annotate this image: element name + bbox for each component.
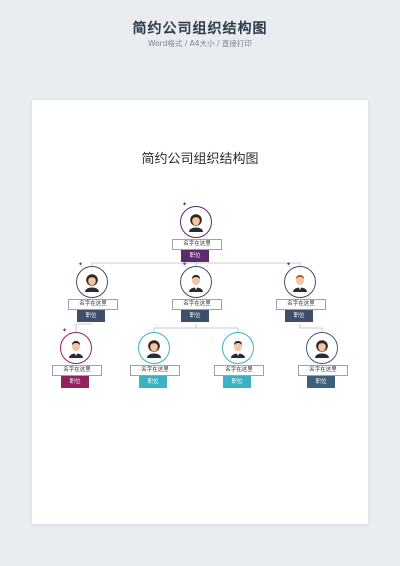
female-avatar-icon	[85, 274, 99, 292]
node-name: 名字在这里	[172, 239, 222, 250]
node-name: 名字在这里	[68, 299, 118, 310]
sparkle-icon: ✦	[78, 261, 84, 268]
avatar-ring	[180, 266, 212, 298]
sparkle-icon: ✦	[62, 327, 68, 334]
page-header-title: 简约公司组织结构图	[132, 21, 268, 37]
female-avatar-icon	[189, 214, 203, 232]
node-name: 名字在这里	[52, 365, 102, 376]
avatar-ring	[284, 266, 316, 298]
avatar-ring	[222, 332, 254, 364]
document-page: 简约公司组织结构图 ✦ 名字在这里 职位 ✦ 名字在这里 职位 ✦ 名字在这里 …	[32, 100, 368, 524]
avatar-ring	[180, 206, 212, 238]
node-role: 职位	[61, 376, 89, 388]
node-name: 名字在这里	[276, 299, 326, 310]
node-role: 职位	[181, 310, 209, 322]
node-name: 名字在这里	[298, 365, 348, 376]
node-name: 名字在这里	[130, 365, 180, 376]
female-avatar-icon	[147, 340, 161, 358]
node-role: 职位	[223, 376, 251, 388]
document-title: 简约公司组织结构图	[141, 152, 259, 167]
sparkle-icon: ✦	[182, 201, 188, 208]
avatar-ring	[60, 332, 92, 364]
male-avatar-icon	[293, 275, 307, 292]
sparkle-icon: ✦	[286, 261, 292, 268]
node-role: 职位	[181, 250, 209, 262]
node-role: 职位	[139, 376, 167, 388]
node-role: 职位	[285, 310, 313, 322]
avatar-ring	[306, 332, 338, 364]
node-name: 名字在这里	[214, 365, 264, 376]
avatar-ring	[76, 266, 108, 298]
node-role: 职位	[77, 310, 105, 322]
sparkle-icon: ✦	[182, 261, 188, 268]
male-avatar-icon	[69, 341, 83, 358]
page-header-subtitle: Word格式 / A4大小 / 直接打印	[148, 39, 252, 48]
male-avatar-icon	[231, 341, 245, 358]
node-role: 职位	[307, 376, 335, 388]
node-name: 名字在这里	[172, 299, 222, 310]
female-avatar-icon	[315, 340, 329, 358]
avatar-ring	[138, 332, 170, 364]
male-avatar-icon	[189, 275, 203, 292]
